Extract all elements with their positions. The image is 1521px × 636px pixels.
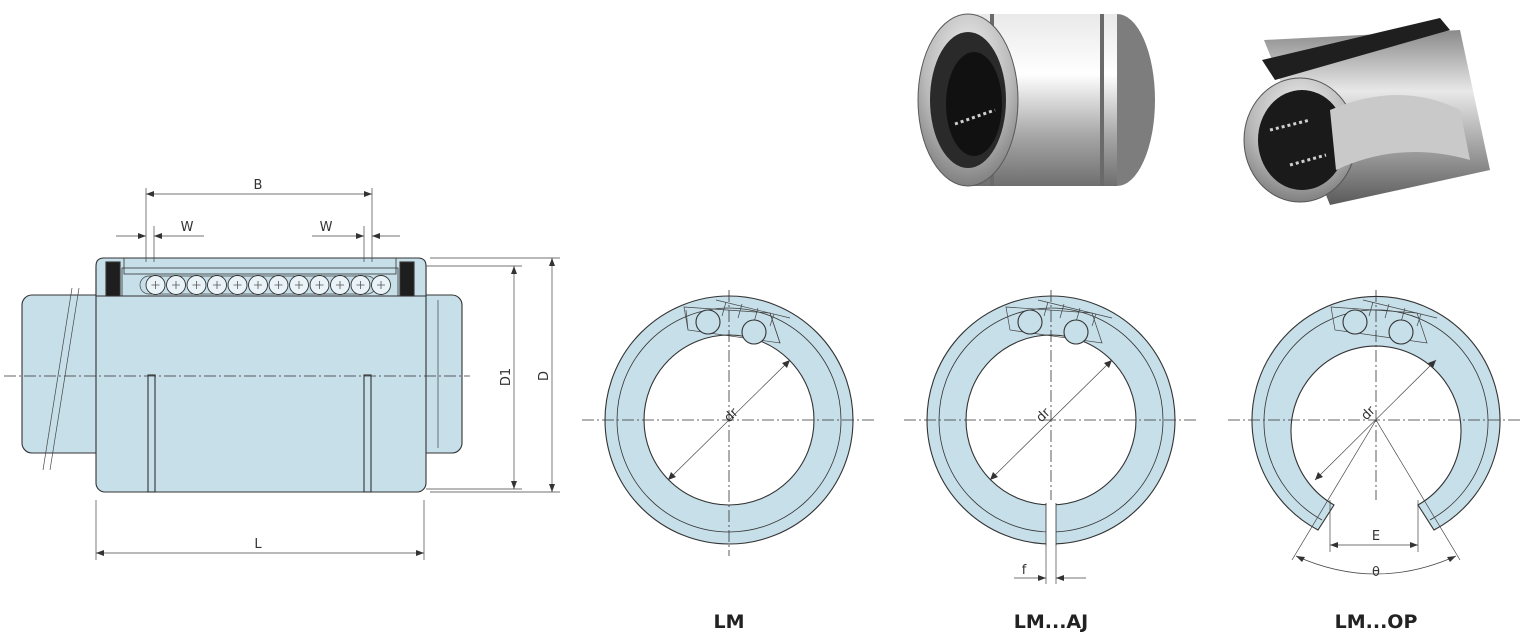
- ball-row: [145, 275, 391, 295]
- section-lm-op: dr E θ LM...OP: [1228, 290, 1521, 633]
- ball-center-mark: [151, 281, 160, 289]
- closed-linear-bushing-icon: [917, 13, 1155, 187]
- open-linear-bushing-icon: [1243, 18, 1490, 205]
- side-view: B W W D1 D L: [4, 178, 560, 560]
- ball-center-mark: [213, 281, 221, 289]
- ball-center-mark: [315, 281, 324, 289]
- caption-lm-aj: LM...AJ: [1014, 611, 1088, 633]
- label-D1: D1: [499, 368, 514, 386]
- label-E: E: [1372, 529, 1380, 544]
- seal-left: [105, 261, 121, 297]
- open-ring: [1251, 295, 1501, 531]
- ball-center-mark: [274, 281, 283, 289]
- ball-center-mark: [377, 281, 385, 289]
- section-lm: dr LM: [582, 290, 876, 633]
- label-W-right: W: [320, 220, 333, 235]
- ball-center-mark: [336, 281, 344, 289]
- ball-center-mark: [192, 281, 201, 289]
- label-W-left: W: [181, 220, 194, 235]
- label-D: D: [537, 371, 552, 381]
- label-L: L: [254, 537, 262, 552]
- ball-center-mark: [254, 281, 262, 289]
- seal-right: [399, 261, 415, 297]
- label-B: B: [254, 178, 263, 193]
- caption-lm: LM: [713, 611, 744, 633]
- ball-center-mark: [233, 281, 242, 289]
- label-f: f: [1022, 563, 1027, 578]
- section-lm-aj: dr f LM...AJ: [904, 290, 1198, 633]
- caption-lm-op: LM...OP: [1335, 611, 1418, 633]
- ball-center-mark: [356, 281, 365, 289]
- ball-center-mark: [295, 281, 303, 289]
- slit: [1046, 500, 1056, 548]
- ball-center-mark: [172, 281, 180, 289]
- label-theta: θ: [1372, 565, 1380, 580]
